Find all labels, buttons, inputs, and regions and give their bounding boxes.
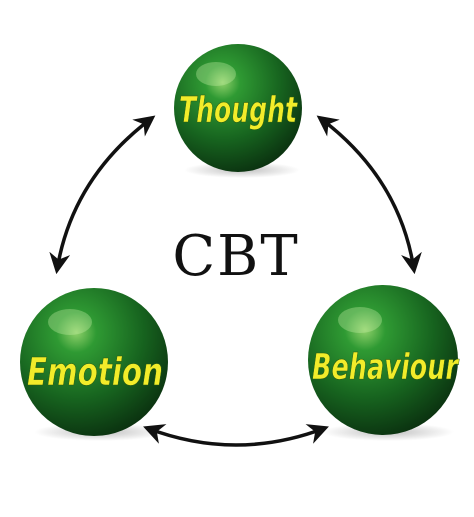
node-emotion: Emotion xyxy=(20,288,168,441)
arrow-thought-behaviour xyxy=(316,115,422,275)
behaviour-ball xyxy=(308,285,458,435)
emotion-ball xyxy=(20,288,168,436)
arrow-emotion-behaviour xyxy=(143,424,329,447)
behaviour-label: Behaviour xyxy=(312,347,460,388)
node-behaviour: Behaviour xyxy=(308,285,460,441)
thought-ball xyxy=(174,44,302,172)
arrow-thought-emotion xyxy=(49,115,156,275)
emotion-label: Emotion xyxy=(27,350,163,394)
thought-label: Thought xyxy=(179,90,298,131)
center-label: CBT xyxy=(172,224,299,289)
node-thought: Thought xyxy=(174,44,302,178)
